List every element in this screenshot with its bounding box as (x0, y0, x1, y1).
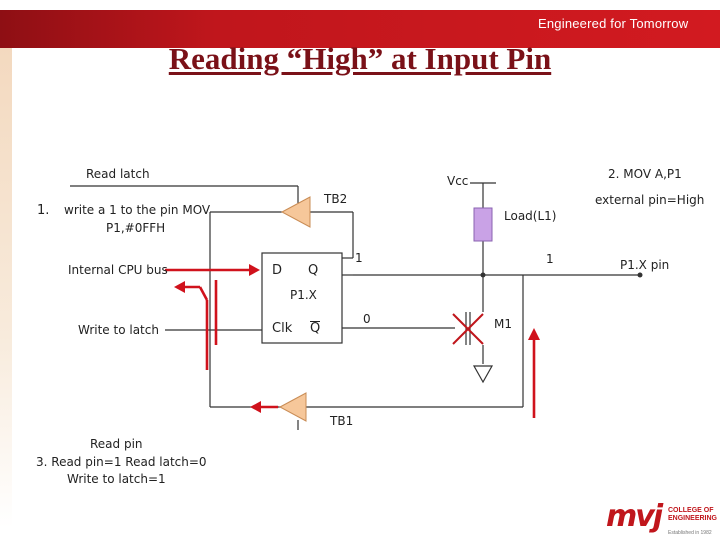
circuit-wires (70, 182, 640, 430)
step1-line2: P1,#0FFH (106, 221, 166, 235)
latch-d-label: D (272, 263, 283, 278)
p1x-pin-label: P1.X pin (620, 258, 670, 272)
logo-line2: ENGINEERING (668, 515, 718, 522)
qbar-value-label: 0 (363, 312, 371, 326)
internal-cpu-bus-label: Internal CPU bus (68, 263, 168, 277)
ground-symbol (472, 365, 494, 384)
vcc-label: Vcc (447, 174, 469, 188)
tb2-buffer (280, 196, 311, 228)
fet-off-cross (452, 313, 484, 345)
slide-title: Reading “High” at Input Pin (168, 41, 552, 76)
logo-established: Established in 1982 (668, 530, 712, 536)
read-pin-label: Read pin (90, 437, 143, 451)
latch-q-label: Q (308, 263, 319, 278)
college-logo: mvj COLLEGE OF ENGINEERING Established i… (606, 499, 717, 539)
logo-line1: COLLEGE OF (668, 507, 714, 514)
header-band (0, 10, 720, 48)
step3-line2: Write to latch=1 (67, 472, 166, 486)
logo-mark: mvj (606, 499, 663, 534)
d-latch-box (261, 252, 343, 344)
tb1-label: TB1 (330, 414, 354, 428)
header-tagline: Engineered for Tomorrow (538, 16, 689, 31)
step2-line2: external pin=High (595, 193, 705, 207)
fet-m1 (465, 312, 471, 345)
q-value-label: 1 (355, 251, 363, 265)
step1-number: 1. (37, 203, 50, 218)
latch-clk-label: Clk (272, 321, 293, 336)
step2-line1: 2. MOV A,P1 (608, 167, 682, 181)
p1x-pin-dot (637, 272, 643, 278)
load-label: Load(L1) (504, 209, 557, 223)
step3-line1: 3. Read pin=1 Read latch=0 (36, 455, 207, 469)
logo-text: COLLEGE OF ENGINEERING (668, 507, 717, 523)
pin-value-label: 1 (546, 252, 554, 266)
latch-p1x-label: P1.X (290, 288, 317, 302)
step1-line1: write a 1 to the pin MOV (64, 203, 211, 217)
left-accent-strip (0, 48, 12, 528)
load-resistor (473, 207, 493, 242)
m1-label: M1 (494, 317, 512, 331)
signal-flow-arrows (165, 264, 540, 418)
tb1-buffer (278, 392, 307, 422)
tb2-label: TB2 (324, 192, 348, 206)
read-latch-label: Read latch (86, 167, 150, 181)
write-to-latch-label: Write to latch (78, 323, 159, 337)
latch-qbar-label: Q (310, 321, 321, 336)
pin-node-dot (480, 272, 486, 278)
